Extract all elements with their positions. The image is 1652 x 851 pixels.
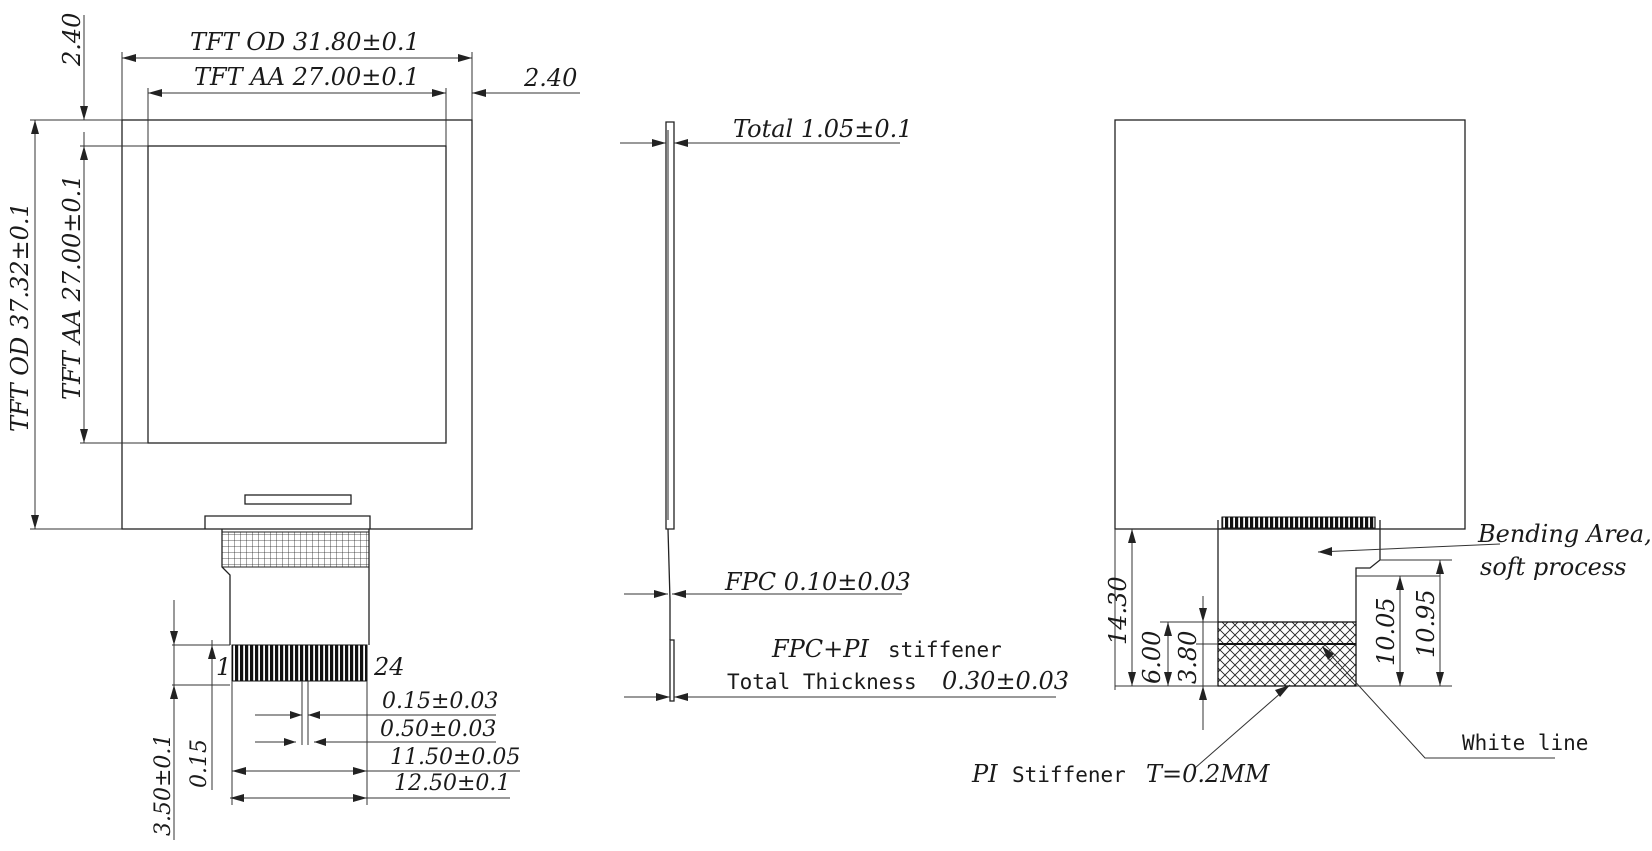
dim-pin-gap: 0.15 bbox=[187, 739, 212, 788]
stiffener-profile bbox=[669, 639, 675, 702]
side-view: Total 1.05±0.1 FPC 0.10±0.03 FPC+PI stif… bbox=[620, 115, 1069, 702]
pi-stiffener-a: PI bbox=[971, 760, 998, 788]
dim-pin-pitch: 0.50±0.03 bbox=[380, 717, 496, 742]
stiffener-label-a: FPC+PI bbox=[771, 635, 869, 663]
dim-aa-height: TFT AA 27.00±0.1 bbox=[58, 174, 86, 400]
stiffener-label-b: stiffener bbox=[888, 638, 1002, 662]
dim-fpc-width: 12.50±0.1 bbox=[394, 771, 510, 796]
dim-10-95: 10.95 bbox=[1412, 589, 1440, 658]
back-outline bbox=[1114, 119, 1466, 530]
pin-first-label: 1 bbox=[216, 653, 231, 681]
dim-od-height: TFT OD 37.32±0.1 bbox=[6, 202, 34, 432]
fpc-tail bbox=[204, 515, 371, 682]
back-connector bbox=[1221, 516, 1376, 529]
module-profile bbox=[665, 121, 675, 530]
pi-stiffener bbox=[1217, 621, 1357, 687]
dim-6-00: 6.00 bbox=[1138, 631, 1166, 684]
bending-area-line2: soft process bbox=[1480, 553, 1626, 581]
fpc-pins bbox=[231, 644, 368, 682]
tft-outline bbox=[121, 119, 473, 530]
dim-od-width: TFT OD 31.80±0.1 bbox=[190, 28, 420, 56]
pin-last-label: 24 bbox=[373, 653, 405, 681]
dim-aa-width: TFT AA 27.00±0.1 bbox=[194, 63, 420, 91]
back-view: Bending Area, soft process 14.30 6.00 3.… bbox=[971, 119, 1652, 788]
white-line-label: White line bbox=[1462, 731, 1588, 755]
dim-pin-span: 11.50±0.05 bbox=[390, 745, 520, 770]
stiffener-total-a: Total Thickness bbox=[727, 670, 917, 694]
dim-10-05: 10.05 bbox=[1372, 597, 1400, 666]
active-area bbox=[147, 145, 447, 444]
dim-total-thickness: Total 1.05±0.1 bbox=[733, 115, 913, 143]
dim-fpc-thickness: FPC 0.10±0.03 bbox=[724, 568, 911, 596]
pi-stiffener-c: T=0.2MM bbox=[1146, 760, 1271, 788]
fpc-grid-pattern bbox=[221, 531, 370, 568]
dim-14-30: 14.30 bbox=[1104, 576, 1132, 645]
connector-slot bbox=[244, 494, 352, 505]
pi-stiffener-b: Stiffener bbox=[1012, 763, 1126, 787]
dim-pin-width: 0.15±0.03 bbox=[382, 689, 498, 714]
dim-tail-length: 3.50±0.1 bbox=[151, 734, 176, 836]
dim-top-margin: 2.40 bbox=[58, 13, 86, 67]
stiffener-total-b: 0.30±0.03 bbox=[942, 667, 1069, 695]
dim-3-80: 3.80 bbox=[1174, 631, 1202, 684]
dim-right-margin: 2.40 bbox=[523, 64, 577, 92]
bending-area-line1: Bending Area, bbox=[1477, 520, 1652, 548]
front-view: TFT OD 31.80±0.1 TFT AA 27.00±0.1 2.40 2… bbox=[6, 13, 580, 840]
